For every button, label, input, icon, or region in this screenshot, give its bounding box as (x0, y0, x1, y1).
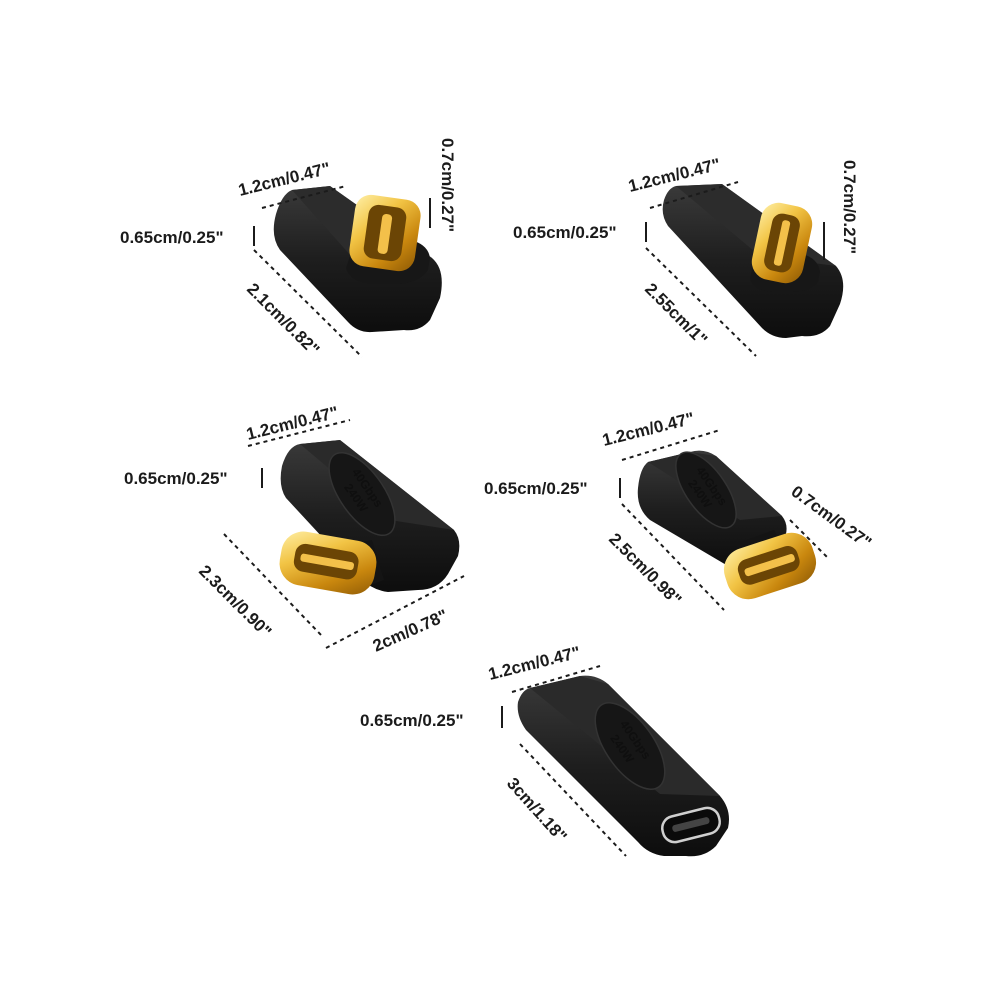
emboss-badge: 40Gbps 240W (594, 702, 666, 790)
length-label: 2.1cm/0.82" (243, 279, 323, 359)
length-label: 2.3cm/0.90" (195, 561, 275, 641)
female-female-coupler: 40Gbps 240W 1.2cm/0.47" 0.65cm/0.25" 3cm… (360, 643, 729, 857)
usb-c-port (661, 806, 721, 844)
height-label: 0.65cm/0.25" (484, 479, 588, 498)
height-label: 0.65cm/0.25" (120, 228, 224, 247)
width-label: 1.2cm/0.47" (486, 643, 582, 684)
usb-c-plug (751, 202, 813, 284)
width-label: 1.2cm/0.47" (600, 409, 696, 450)
length-label: 2.55cm/1" (641, 279, 711, 349)
usb-c-plug (279, 531, 377, 595)
plug-label: 0.7cm/0.27" (438, 138, 457, 232)
straight-male-female-adapter: 40Gbps 240W 1.2cm/0.47" 0.65cm/0.25" 2.5… (484, 409, 875, 611)
u-shape-adapter-a: 1.2cm/0.47" 0.65cm/0.25" 2.1cm/0.82" 0.7… (120, 138, 457, 359)
height-label: 0.65cm/0.25" (513, 223, 617, 242)
length-label: 2.5cm/0.98" (605, 529, 685, 609)
plug-label: 0.7cm/0.27" (840, 160, 859, 254)
depth-label: 2cm/0.78" (370, 606, 451, 656)
height-label: 0.65cm/0.25" (360, 711, 464, 730)
u-shape-adapter-b: 1.2cm/0.47" 0.65cm/0.25" 2.55cm/1" 0.7cm… (513, 155, 859, 357)
emboss-badge: 40Gbps 240W (675, 451, 737, 529)
height-label: 0.65cm/0.25" (124, 469, 228, 488)
right-angle-adapter: 40Gbps 240W 1.2cm/0.47" 0.65cm/0.25" 2.3… (124, 403, 465, 656)
length-label: 3cm/1.18" (503, 774, 571, 846)
width-label: 1.2cm/0.47" (244, 403, 340, 444)
usb-c-plug (723, 532, 817, 600)
usb-c-plug (349, 194, 421, 272)
